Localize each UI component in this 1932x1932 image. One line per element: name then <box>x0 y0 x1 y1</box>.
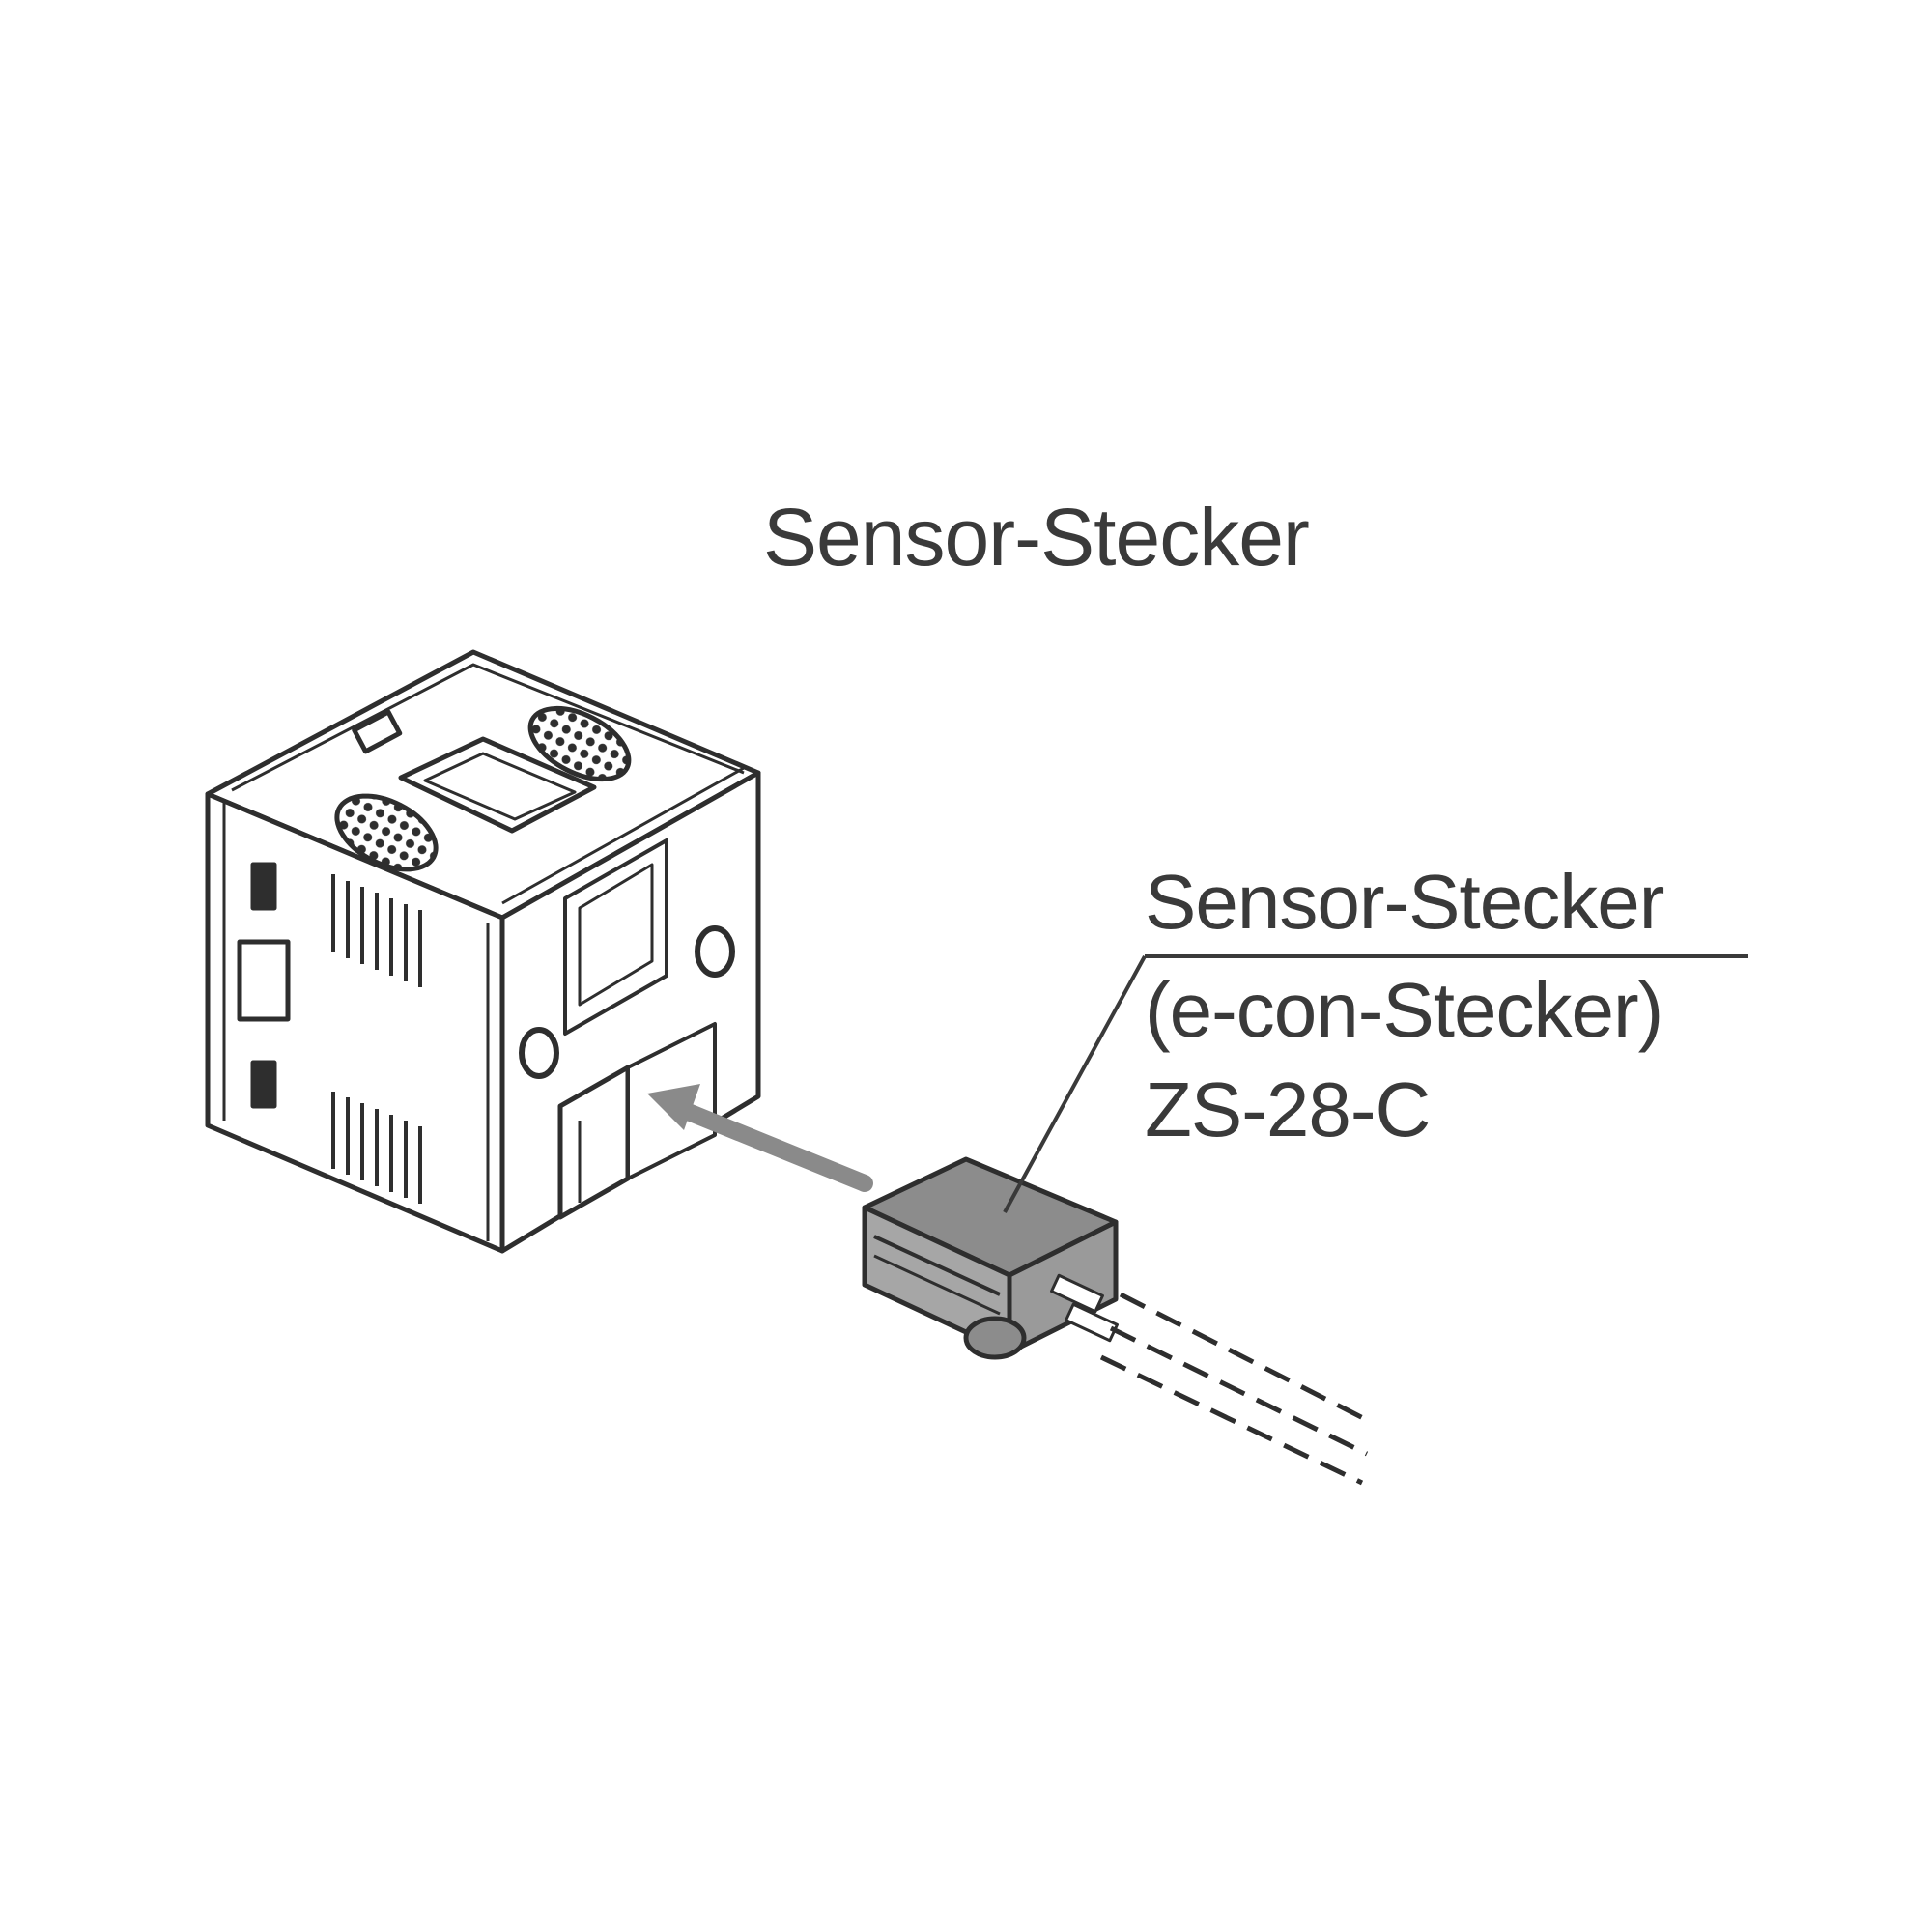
callout-leader <box>1003 954 1748 1213</box>
callout-label-line1: Sensor-Stecker <box>1145 859 1664 945</box>
top-connector-right <box>527 705 632 782</box>
sensor-connector <box>862 1156 1119 1360</box>
callout-label-line3: ZS-28-C <box>1145 1066 1431 1152</box>
controller-unit <box>205 649 761 1254</box>
diagram-title: Sensor-Stecker <box>763 492 1310 582</box>
top-center-module <box>398 736 597 834</box>
callout-label-line2: (e-con-Stecker) <box>1145 967 1663 1053</box>
insertion-arrow <box>647 1084 873 1192</box>
cable-wires <box>1099 1292 1369 1486</box>
vent-slots-upper <box>331 874 422 987</box>
top-connector-left <box>334 793 439 872</box>
vent-slots-lower <box>331 1092 422 1204</box>
